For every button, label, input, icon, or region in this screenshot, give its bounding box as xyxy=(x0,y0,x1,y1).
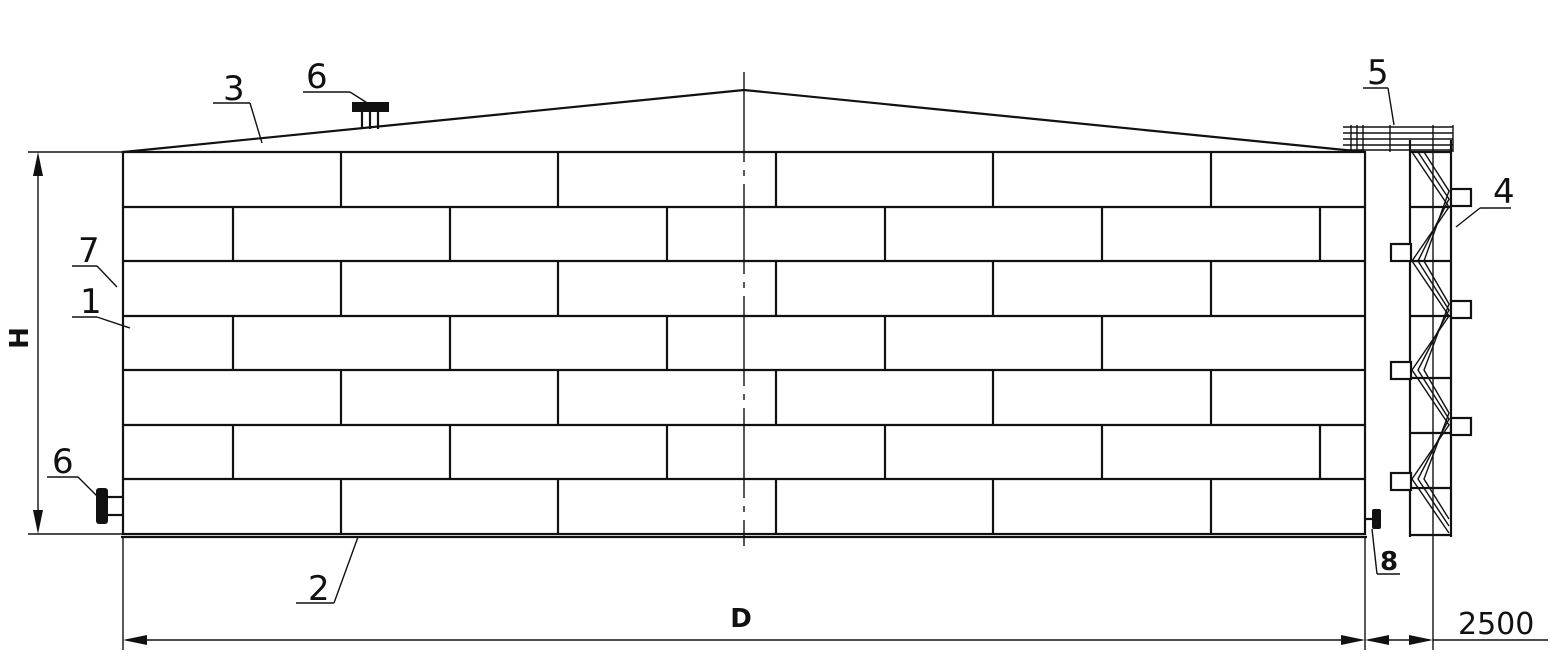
callout-wall: 1 xyxy=(80,282,102,322)
callout-insulation: 7 xyxy=(78,231,100,271)
stair-tower xyxy=(1389,125,1473,650)
callout-roof-nozzle: 6 xyxy=(306,57,328,97)
callout-roof: 3 xyxy=(223,69,245,109)
plate-seams xyxy=(231,152,1322,534)
width-dimension xyxy=(122,537,1548,650)
callout-drain: 8 xyxy=(1380,547,1398,577)
callout-bottom: 2 xyxy=(308,569,330,609)
shell-courses xyxy=(123,205,1365,481)
leader-lines xyxy=(47,87,1511,604)
dimension-ladder-offset-label: 2500 xyxy=(1458,607,1534,642)
callout-ladder: 4 xyxy=(1493,172,1515,212)
dimension-height-label: H xyxy=(5,327,35,349)
top-platform xyxy=(1343,125,1454,152)
height-dimension xyxy=(28,151,123,535)
dimension-diameter-label: D xyxy=(730,604,752,634)
side-nozzle xyxy=(96,488,123,524)
drain-nozzle xyxy=(1365,509,1381,529)
callout-side-nozzle: 6 xyxy=(52,442,74,482)
callout-platform: 5 xyxy=(1367,53,1389,93)
roof-nozzle xyxy=(352,102,389,129)
